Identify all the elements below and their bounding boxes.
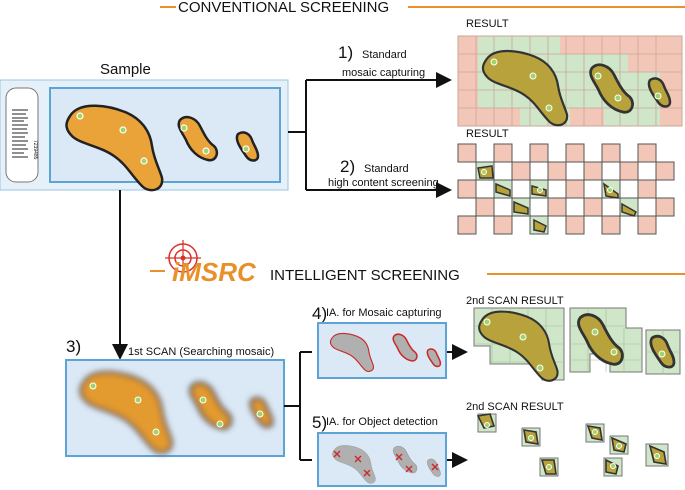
step5-panel <box>317 432 447 487</box>
sample-slide: 7239485 <box>0 79 289 192</box>
intelligent-title: INTELLIGENT SCREENING <box>270 267 460 284</box>
imsrc-logo-text: iMSRC <box>172 257 257 287</box>
step2-number: 2) <box>340 157 355 176</box>
step5-number: 5) <box>312 413 327 432</box>
step5-label: IA. for Object detection <box>326 416 438 428</box>
conventional-title: CONVENTIONAL SCREENING <box>178 0 389 16</box>
step3-number: 3) <box>66 337 81 356</box>
step5-result-label: 2nd SCAN RESULT <box>466 401 564 413</box>
first-scan-panel <box>65 359 285 457</box>
intelligent-connectors <box>284 344 468 468</box>
barcode-label <box>5 87 39 183</box>
conventional-connectors <box>112 72 452 360</box>
step1-line2: mosaic capturing <box>342 67 425 79</box>
detection-markers <box>333 450 439 477</box>
step1-result-grid <box>457 35 683 127</box>
step4-panel <box>317 322 447 379</box>
barcode-text: 7239485 <box>32 140 38 160</box>
sample-nuclei <box>76 112 250 165</box>
step4-result-label: 2nd SCAN RESULT <box>466 295 564 307</box>
step1-number: 1) <box>338 43 353 62</box>
step2-result-checker <box>457 143 675 235</box>
step2-line2: high content screening <box>328 177 439 189</box>
step4-result-tiles <box>473 307 681 382</box>
step1-result-label: RESULT <box>466 18 509 30</box>
step1-line1: Standard <box>362 49 407 61</box>
sample-label: Sample <box>100 61 151 78</box>
step3-label: 1st SCAN (Searching mosaic) <box>128 346 274 358</box>
barcode-icon <box>12 109 28 158</box>
step4-number: 4) <box>312 304 327 323</box>
imsrc-logo-icon <box>165 240 201 276</box>
step2-result-label: RESULT <box>466 128 509 140</box>
step4-label: IA. for Mosaic capturing <box>326 307 442 319</box>
step5-result-tiles <box>476 413 669 477</box>
step2-line1: Standard <box>364 163 409 175</box>
